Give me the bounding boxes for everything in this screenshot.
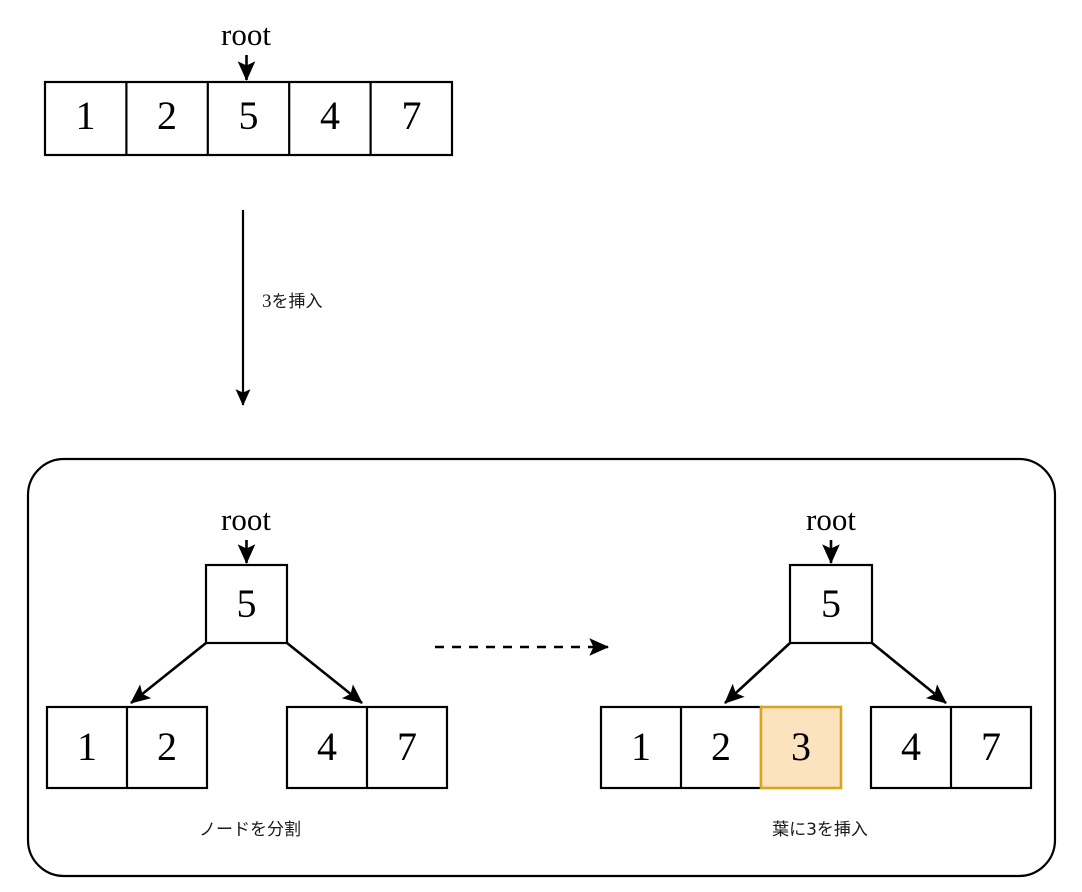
right-tree-leaf2-cell-1[interactable]: 7 bbox=[981, 724, 1001, 769]
left-tree-root-box bbox=[204, 563, 289, 645]
top-array-cell-3[interactable]: 4 bbox=[320, 93, 340, 138]
left-tree-leaf2-cell-1[interactable]: 7 bbox=[397, 724, 417, 769]
left-tree-leaf1-cell-1[interactable]: 2 bbox=[157, 724, 177, 769]
left-tree-edge-left bbox=[130, 641, 207, 705]
right-tree-root-pointer-label: root bbox=[806, 502, 856, 537]
right-tree-root-box bbox=[788, 563, 874, 645]
right-tree-leaf1-cell-3-highlight bbox=[759, 705, 843, 790]
right-tree-caption: 葉に3を挿入 bbox=[772, 820, 868, 840]
top-array-cell-0[interactable]: 1 bbox=[75, 93, 96, 138]
top-array bbox=[43, 55, 454, 157]
right-tree-edge-right bbox=[871, 641, 947, 705]
left-tree-edge-right bbox=[286, 641, 363, 705]
right-tree-leaf1-cell-2[interactable]: 3 bbox=[791, 724, 811, 769]
left-tree-leaf1-cell-0[interactable]: 1 bbox=[77, 724, 97, 769]
left-tree-caption: ノードを分割 bbox=[199, 820, 301, 840]
top-array-outline bbox=[43, 80, 454, 157]
left-tree-leaf2-cell-0[interactable]: 4 bbox=[317, 724, 337, 769]
transition-label: 3を挿入 bbox=[262, 292, 323, 311]
right-tree bbox=[599, 540, 1033, 790]
top-root-pointer-label: root bbox=[221, 17, 271, 52]
right-tree-leaf1-cell-1[interactable]: 2 bbox=[711, 724, 731, 769]
top-array-cell-1[interactable]: 2 bbox=[157, 93, 177, 138]
right-tree-edge-left bbox=[724, 642, 791, 704]
right-tree-leaf1-cell-0[interactable]: 1 bbox=[631, 724, 651, 769]
transition-label-number: 3 bbox=[262, 291, 272, 312]
transition-label-text: を挿入 bbox=[271, 292, 323, 312]
left-tree-root-cell-0[interactable]: 5 bbox=[236, 581, 257, 626]
left-tree bbox=[45, 540, 449, 790]
top-array-cell-4[interactable]: 7 bbox=[401, 93, 422, 138]
right-tree-leaf2-cell-0[interactable]: 4 bbox=[901, 724, 921, 769]
right-tree-root-cell-0[interactable]: 5 bbox=[821, 581, 841, 626]
top-array-cell-2[interactable]: 5 bbox=[238, 93, 259, 138]
left-tree-root-pointer-label: root bbox=[221, 502, 271, 537]
